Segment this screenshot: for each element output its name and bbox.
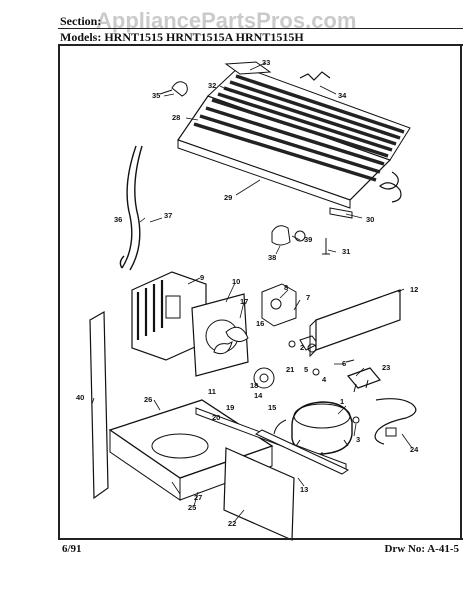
callout-leaders [91, 62, 413, 523]
mounting-rail-drawing [195, 407, 350, 475]
callout-26: 26 [144, 395, 152, 404]
callout-36: 36 [114, 215, 122, 224]
callout-2: 2 [300, 343, 304, 352]
callout-29: 29 [224, 193, 232, 202]
section-label: Section: [60, 14, 102, 28]
callout-12: 12 [410, 285, 418, 294]
models-line: Models: HRNT1515 HRNT1515A HRNT1515H [60, 30, 304, 45]
compressor-drawing [273, 401, 353, 458]
callout-6: 6 [342, 359, 346, 368]
callout-15: 15 [268, 403, 276, 412]
footer-date: 6/91 [62, 543, 82, 555]
callout-17: 17 [240, 297, 248, 306]
callout-40: 40 [76, 393, 84, 402]
footer-rule [58, 538, 463, 540]
fan-motor-drawing [253, 283, 319, 389]
access-cover-22 [223, 447, 295, 541]
fasteners-drawing [288, 340, 360, 424]
callout-22: 22 [228, 519, 236, 528]
callout-1: 1 [340, 397, 344, 406]
callout-25: 25 [188, 503, 196, 512]
callout-34: 34 [338, 91, 347, 100]
callout-18: 18 [250, 381, 258, 390]
callout-9: 9 [200, 273, 204, 282]
callout-8: 8 [284, 283, 288, 292]
relay-and-cord-drawing [346, 367, 417, 445]
callout-27: 27 [194, 493, 202, 502]
callout-37: 37 [164, 211, 172, 220]
callout-5: 5 [304, 365, 308, 374]
callout-23: 23 [382, 363, 390, 372]
callout-35: 35 [152, 91, 160, 100]
callout-13: 13 [300, 485, 308, 494]
callout-11: 11 [208, 387, 216, 396]
models-list: HRNT1515 HRNT1515A HRNT1515H [104, 30, 304, 44]
callout-3: 3 [356, 435, 360, 444]
part-callouts: 1 2 3 4 5 6 7 8 9 10 11 12 13 14 15 16 1… [76, 58, 419, 528]
callout-10: 10 [232, 277, 240, 286]
callout-39: 39 [304, 235, 312, 244]
callout-4: 4 [322, 375, 327, 384]
drain-tube-drawing [119, 145, 143, 271]
callout-7: 7 [306, 293, 310, 302]
callout-21: 21 [286, 365, 294, 374]
callout-33: 33 [262, 58, 270, 67]
callout-30: 30 [366, 215, 374, 224]
condenser-fan-shroud-drawing [131, 271, 207, 361]
callout-19: 19 [226, 403, 234, 412]
callout-14: 14 [254, 391, 263, 400]
callout-32: 32 [208, 81, 216, 90]
callout-31: 31 [342, 247, 350, 256]
diagram-frame [58, 44, 462, 538]
callout-20: 20 [212, 413, 220, 422]
condenser-coil-drawing [159, 61, 411, 219]
fan-bracket-drawing [191, 293, 249, 377]
callout-28: 28 [172, 113, 180, 122]
mounting-bracket-12 [309, 289, 401, 358]
callout-16: 16 [256, 319, 264, 328]
callout-38: 38 [268, 253, 276, 262]
side-panel-40 [89, 310, 109, 500]
models-label: Models: [60, 30, 102, 44]
small-parts-top [271, 225, 330, 255]
header-rule-thick [58, 44, 463, 46]
footer-drawing-number: Drw No: A-41-5 [384, 543, 459, 555]
header-rule [58, 28, 463, 29]
callout-24: 24 [410, 445, 419, 454]
